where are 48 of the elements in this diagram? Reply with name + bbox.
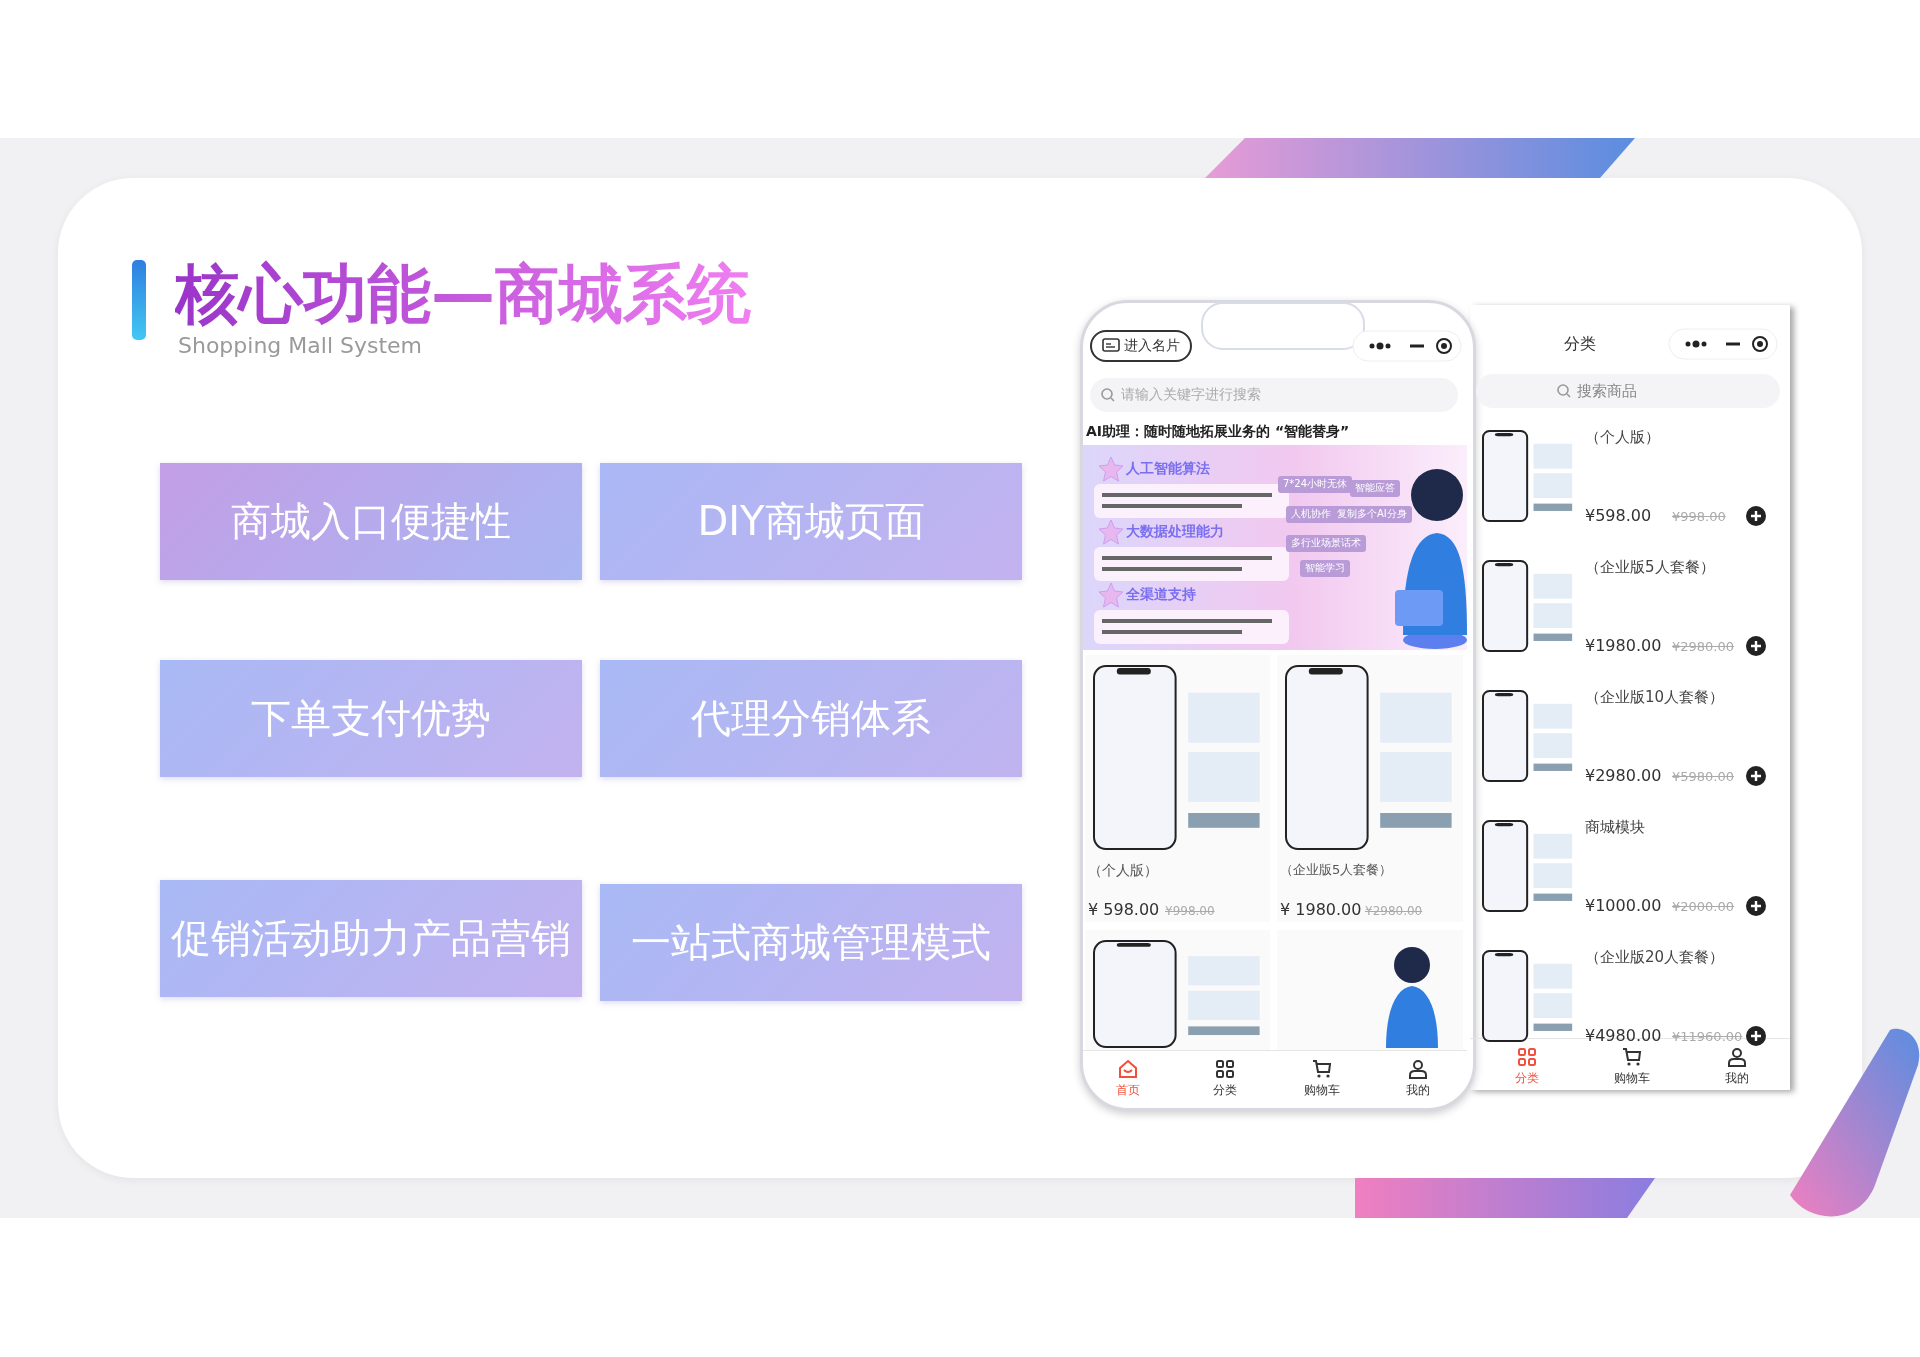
feature-box: 促销活动助力产品营销 <box>160 880 582 997</box>
original-price: ¥2000.00 <box>1672 899 1735 916</box>
feature-heading: 全渠道支持 <box>1126 586 1196 604</box>
original-price: ¥2980.00 <box>1365 904 1423 919</box>
product-name: （个人版） <box>1585 428 1661 447</box>
search-field: 请输入关键字进行搜索 <box>1090 378 1458 412</box>
price: ¥1980.00 <box>1585 636 1662 656</box>
product-name: （企业版5人套餐） <box>1280 862 1393 879</box>
feature-box: 一站式商城管理模式 <box>600 884 1022 1001</box>
price: ¥2980.00 <box>1585 766 1662 786</box>
price: ¥ 598.00 <box>1088 900 1160 920</box>
nav-tab: 分类 <box>1213 1058 1237 1099</box>
product-name: （个人版） <box>1088 862 1158 880</box>
price: ¥4980.00 <box>1585 1026 1662 1046</box>
product-name: （企业版10人套餐） <box>1585 688 1726 707</box>
product-name: （企业版5人套餐） <box>1585 558 1716 577</box>
original-price: ¥998.00 <box>1672 509 1726 526</box>
original-price: ¥5980.00 <box>1672 769 1735 786</box>
price: ¥598.00 <box>1585 506 1652 526</box>
feature-tag: 智能学习 <box>1300 560 1350 577</box>
nav-tab: 购物车 <box>1614 1046 1650 1087</box>
nav-tab: 我的 <box>1406 1058 1430 1099</box>
original-price: ¥2980.00 <box>1672 639 1735 656</box>
page-title: 分类 <box>1564 334 1596 354</box>
enter-card-button: 进入名片 <box>1090 330 1192 362</box>
feature-heading: 人工智能算法 <box>1126 460 1210 478</box>
feature-tag: 智能应答 <box>1350 480 1400 497</box>
original-price: ¥11960.00 <box>1672 1029 1743 1046</box>
feature-box: DIY商城页面 <box>600 463 1022 580</box>
product-name: （企业版20人套餐） <box>1585 948 1726 967</box>
search-field: 搜索商品 <box>1476 374 1780 408</box>
nav-tab: 首页 <box>1116 1058 1140 1099</box>
price: ¥1000.00 <box>1585 896 1662 916</box>
subtitle: Shopping Mall System <box>178 332 423 360</box>
feature-box: 商城入口便捷性 <box>160 463 582 580</box>
feature-heading: 大数据处理能力 <box>1126 523 1224 541</box>
product-name: 商城模块 <box>1585 818 1646 837</box>
nav-tab: 分类 <box>1515 1046 1539 1087</box>
price: ¥ 1980.00 <box>1280 900 1362 920</box>
feature-tag: 复制多个AI分身 <box>1332 506 1412 523</box>
feature-box: 代理分销体系 <box>600 660 1022 777</box>
nav-tab: 我的 <box>1725 1046 1749 1087</box>
nav-tab: 购物车 <box>1304 1058 1340 1099</box>
feature-tag: 7*24小时无休 <box>1278 476 1353 493</box>
feature-tag: 多行业场景话术 <box>1286 535 1366 552</box>
banner-headline: AI助理：随时随地拓展业务的 “智能替身” <box>1086 423 1350 441</box>
original-price: ¥998.00 <box>1165 904 1215 919</box>
feature-box: 下单支付优势 <box>160 660 582 777</box>
